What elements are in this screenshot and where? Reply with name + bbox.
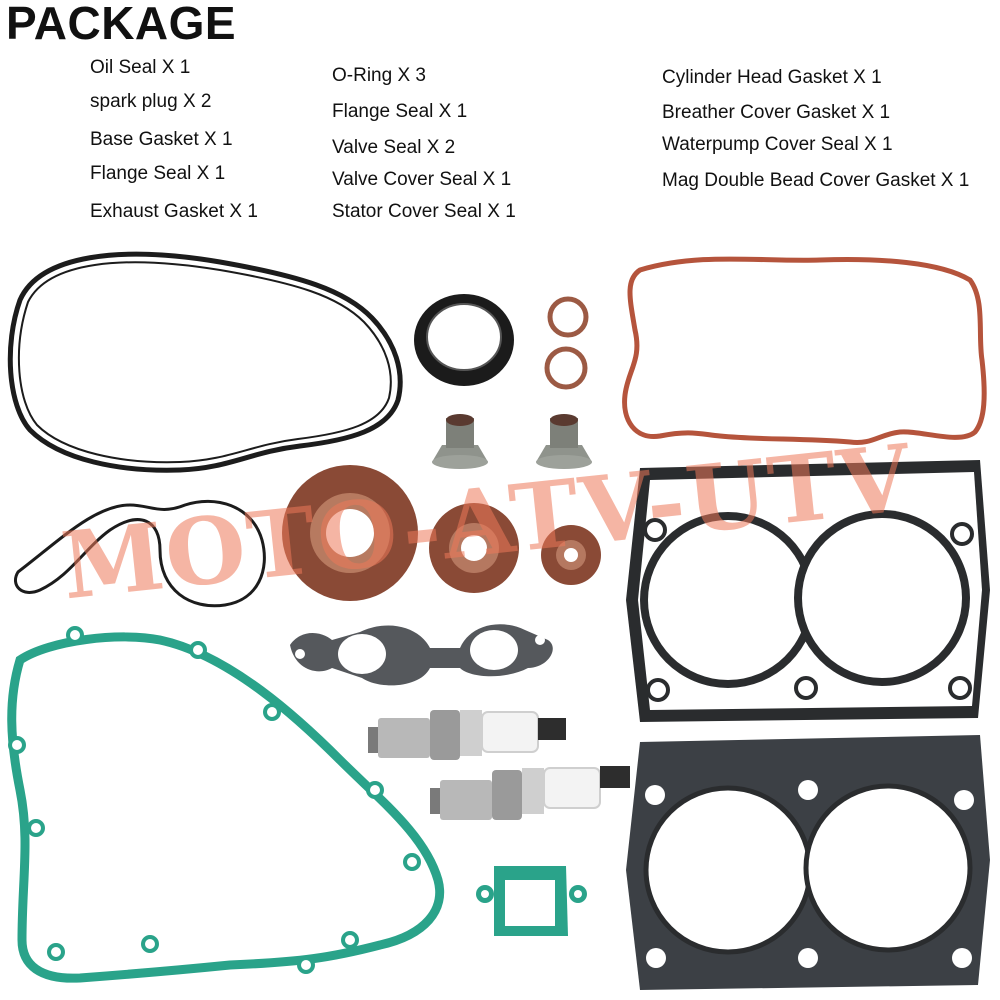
flange-seal-medium [429, 503, 519, 593]
mag-cover-bolt-holes [8, 626, 421, 974]
cylinder-head-gasket [626, 735, 990, 990]
list-item: Cylinder Head Gasket X 1 [662, 67, 882, 88]
list-item: Flange Seal X 1 [332, 101, 468, 122]
list-item: Flange Seal X 1 [90, 163, 226, 184]
o-ring [544, 346, 588, 390]
page-title: PACKAGE [6, 0, 237, 49]
list-item: Oil Seal X 1 [90, 57, 191, 78]
breather-cover-gasket [476, 866, 587, 936]
list-item: Breather Cover Gasket X 1 [662, 102, 891, 123]
base-gasket [626, 460, 990, 722]
list-item: O-Ring X 3 [332, 65, 426, 86]
flange-seal-small [541, 525, 601, 585]
list-item: spark plug X 2 [90, 91, 212, 112]
spark-plug [368, 710, 566, 760]
valve-seal [536, 414, 592, 469]
flange-seal-large [282, 465, 418, 601]
list-item: Mag Double Bead Cover Gasket X 1 [662, 170, 970, 191]
stator-cover-seal [14, 499, 266, 608]
list-item: Valve Seal X 2 [332, 137, 456, 158]
list-item: Exhaust Gasket X 1 [90, 201, 258, 222]
waterpump-cover-seal [7, 251, 403, 473]
o-ring [547, 296, 589, 338]
valve-cover-seal [622, 256, 987, 446]
oil-seal [414, 294, 514, 386]
list-item: Waterpump Cover Seal X 1 [662, 134, 893, 155]
list-item: Stator Cover Seal X 1 [332, 201, 516, 222]
spark-plug [430, 766, 630, 820]
valve-seal [432, 414, 488, 469]
list-item: Base Gasket X 1 [90, 129, 233, 150]
exhaust-gasket [290, 624, 553, 686]
mag-cover-gasket [7, 632, 445, 983]
list-item: Valve Cover Seal X 1 [332, 169, 512, 190]
